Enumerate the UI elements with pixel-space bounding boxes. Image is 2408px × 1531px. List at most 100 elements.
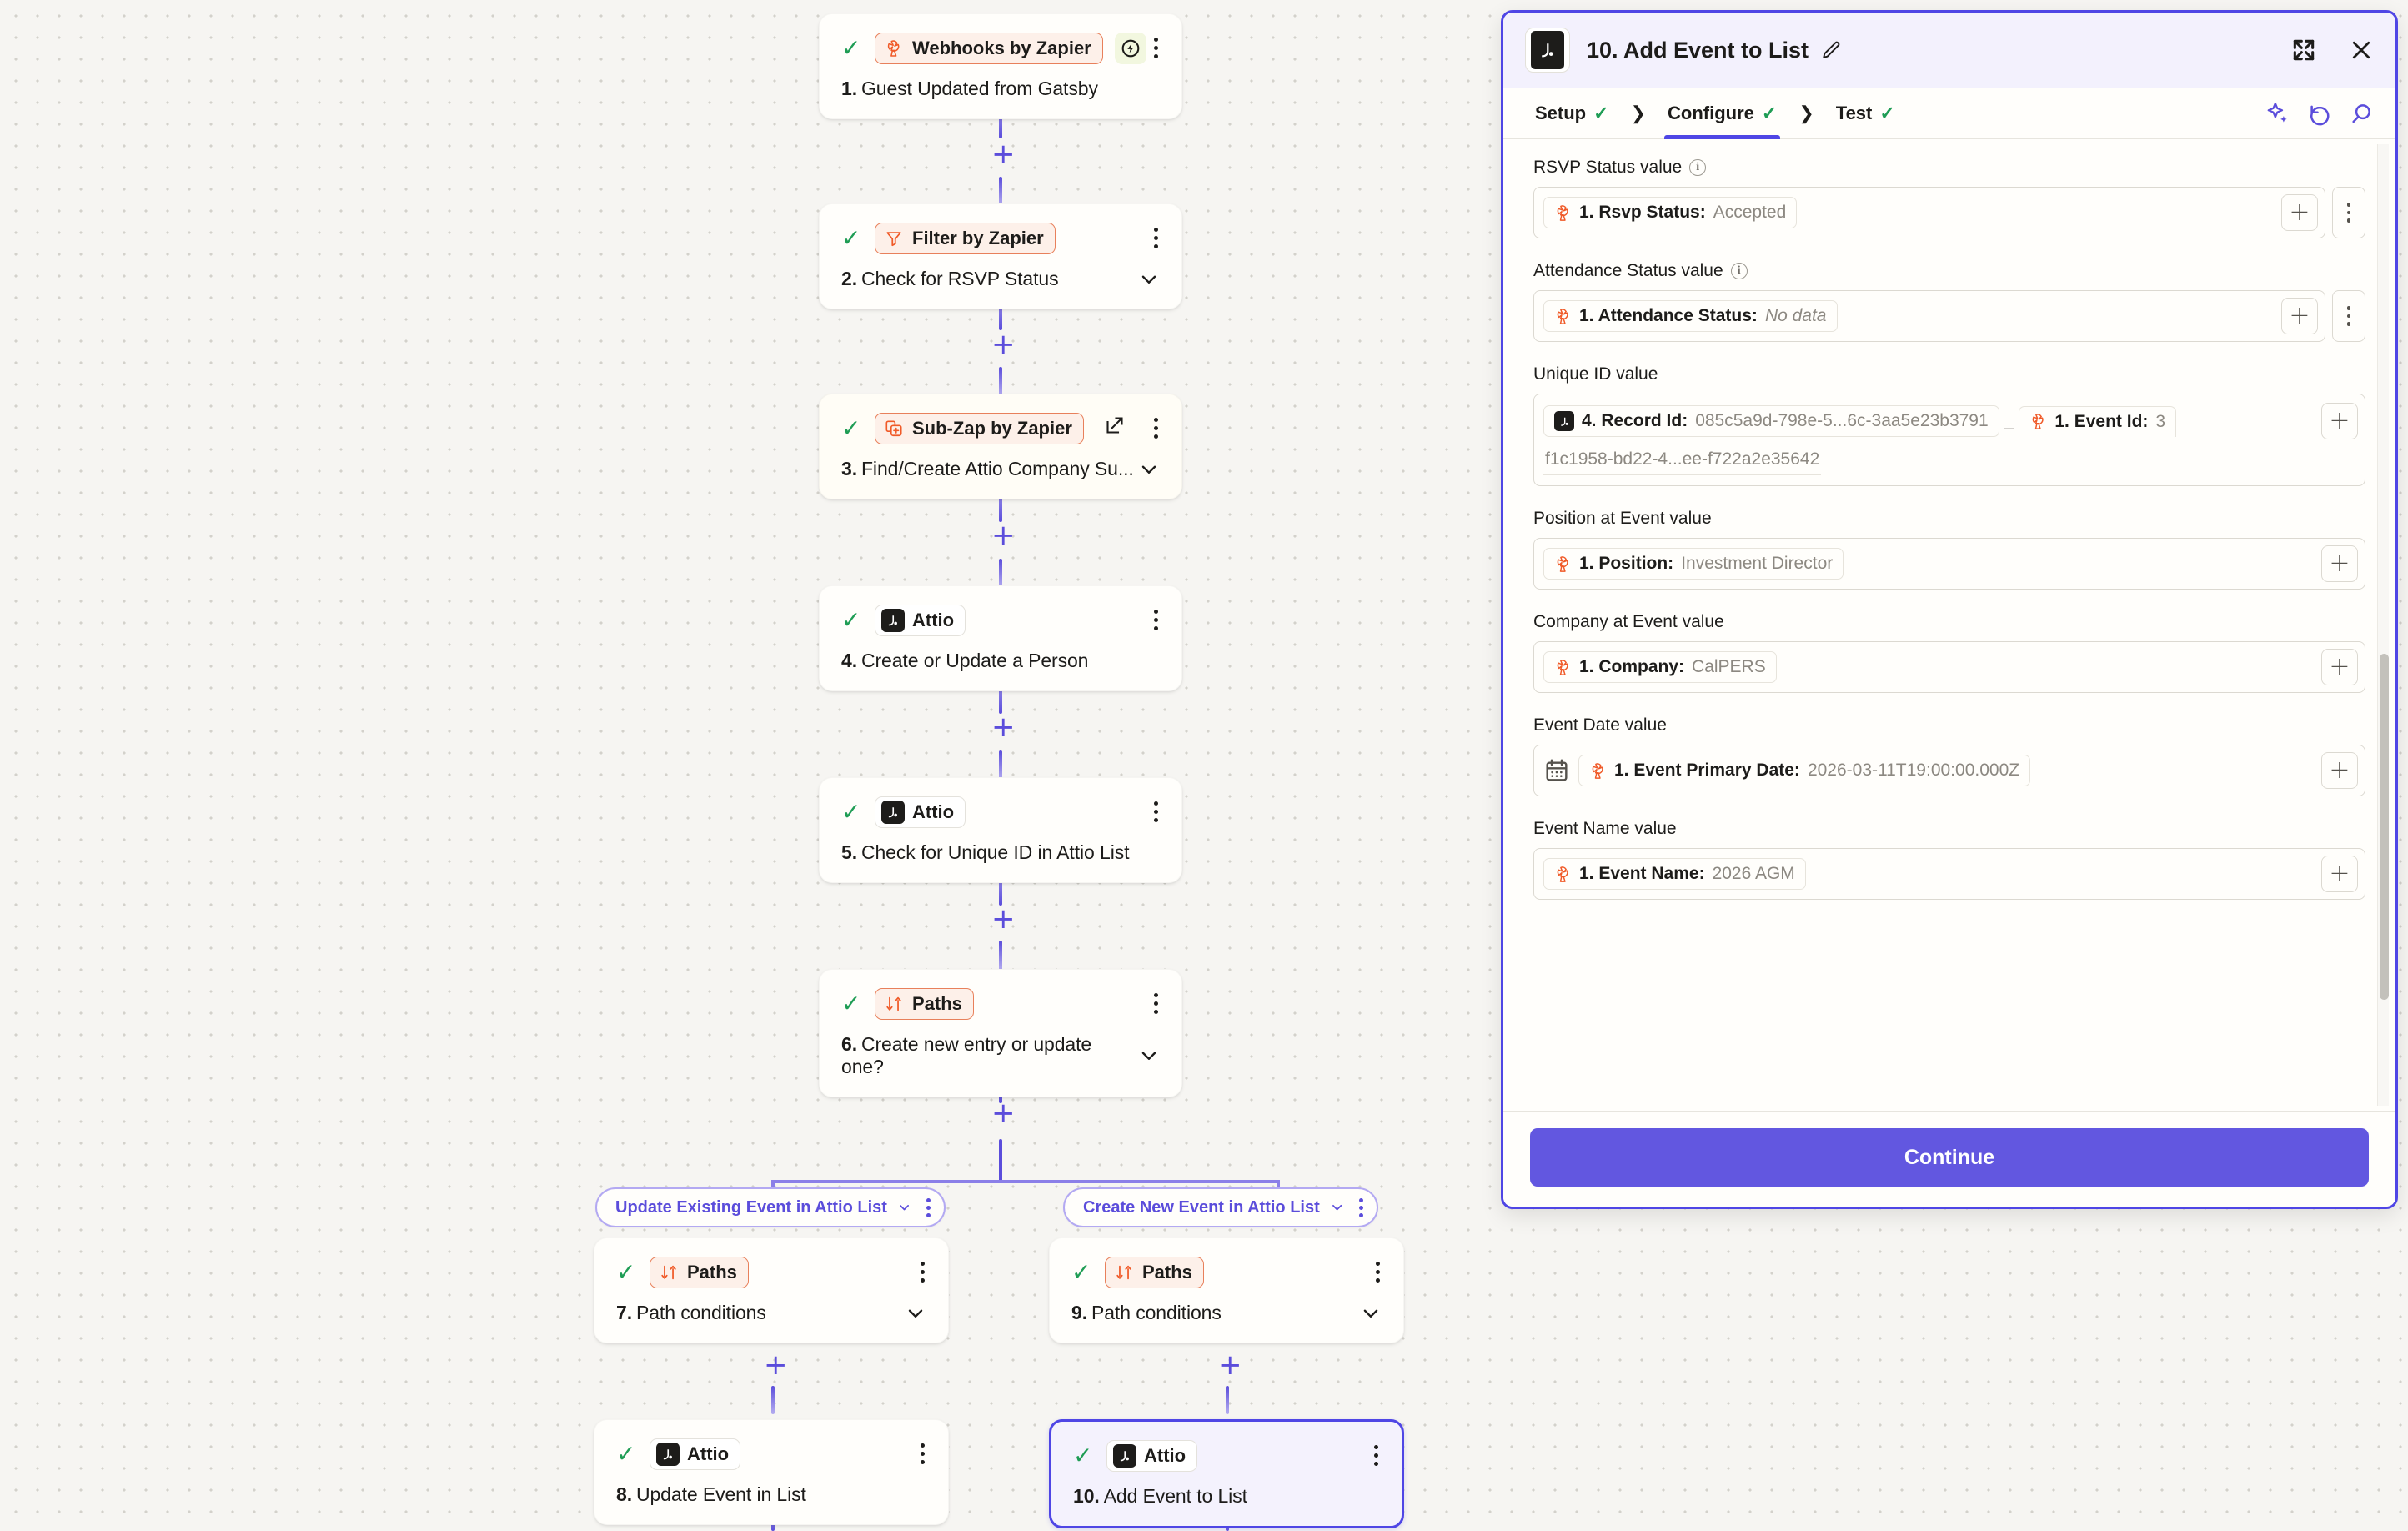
info-icon[interactable]: i bbox=[1730, 263, 1748, 279]
value-token[interactable]: 1. Attendance Status: No data bbox=[1543, 300, 1838, 332]
chevron-down-icon[interactable] bbox=[1138, 1045, 1160, 1067]
workflow-node-7[interactable]: ✓ Paths 7.Path conditions bbox=[594, 1237, 949, 1343]
company-input[interactable]: 1. Company: CalPERS + bbox=[1533, 641, 2365, 693]
zapier-icon bbox=[1589, 762, 1607, 780]
tab-configure[interactable]: Configure ✓ bbox=[1658, 88, 1787, 139]
value-token[interactable]: 1. Company: CalPERS bbox=[1543, 651, 1777, 683]
scrollbar-thumb[interactable] bbox=[2380, 654, 2389, 1001]
expand-icon[interactable] bbox=[2290, 37, 2317, 63]
field-menu-button[interactable] bbox=[2332, 290, 2365, 342]
add-step-button-4[interactable]: + bbox=[991, 710, 1016, 744]
tab-test[interactable]: Test ✓ bbox=[1826, 88, 1905, 138]
value-token[interactable]: 1. Event Primary Date: 2026-03-11T19:00:… bbox=[1578, 755, 2031, 786]
workflow-node-4[interactable]: ✓ Attio 4.Create or Update a Person bbox=[819, 585, 1182, 691]
node-menu-button[interactable] bbox=[1151, 798, 1161, 826]
workflow-node-9[interactable]: ✓ Paths 9.Path conditions bbox=[1049, 1237, 1404, 1343]
chevron-down-icon[interactable] bbox=[1360, 1303, 1382, 1324]
app-chip-attio[interactable]: Attio bbox=[650, 1438, 741, 1470]
app-chip-attio[interactable]: Attio bbox=[1106, 1440, 1198, 1472]
path-label-create-new[interactable]: Create New Event in Attio List bbox=[1063, 1187, 1378, 1227]
close-icon[interactable] bbox=[2349, 38, 2374, 63]
add-value-button[interactable]: + bbox=[2281, 298, 2318, 334]
app-chip-paths[interactable]: Paths bbox=[1105, 1257, 1204, 1288]
workflow-node-2[interactable]: ✓ Filter by Zapier 2.Check for RSVP Stat… bbox=[819, 203, 1182, 309]
add-value-button[interactable]: + bbox=[2281, 194, 2318, 231]
app-chip-paths[interactable]: Paths bbox=[650, 1257, 749, 1288]
info-icon[interactable]: i bbox=[1689, 159, 1707, 176]
chevron-down-icon[interactable] bbox=[1330, 1197, 1344, 1217]
field-position-at-event: Position at Event value 1. Position: Inv… bbox=[1533, 509, 2365, 590]
node-menu-button[interactable] bbox=[1151, 990, 1161, 1017]
node-menu-button[interactable] bbox=[1151, 606, 1161, 634]
undo-icon[interactable] bbox=[2307, 101, 2332, 126]
add-value-button[interactable]: + bbox=[2321, 403, 2358, 439]
workflow-node-3[interactable]: ✓ Sub-Zap by Zapier 3.Find/Create Attio … bbox=[819, 394, 1182, 499]
workflow-node-8[interactable]: ✓ Attio 8.Update Event in List bbox=[594, 1419, 949, 1525]
workflow-node-1[interactable]: ✓ Webhooks by Zapier 1.Guest Updated fro… bbox=[819, 13, 1182, 119]
add-value-button[interactable]: + bbox=[2321, 545, 2358, 582]
workflow-node-10[interactable]: ✓ Attio 10.Add Event to List bbox=[1049, 1419, 1404, 1528]
add-value-button[interactable]: + bbox=[2321, 649, 2358, 685]
node-header: ✓ Paths bbox=[841, 988, 1160, 1020]
add-step-button-7[interactable]: + bbox=[764, 1348, 788, 1382]
add-step-button-1[interactable]: + bbox=[991, 138, 1016, 171]
node-menu-button[interactable] bbox=[1151, 414, 1161, 442]
add-step-button-5[interactable]: + bbox=[991, 902, 1016, 936]
add-step-button-9[interactable]: + bbox=[1218, 1348, 1242, 1382]
panel-form[interactable]: RSVP Status value i 1. Rsvp Status: Acce… bbox=[1503, 139, 2395, 1111]
app-chip-attio[interactable]: Attio bbox=[875, 605, 966, 636]
position-input[interactable]: 1. Position: Investment Director + bbox=[1533, 538, 2365, 590]
panel-tools[interactable] bbox=[2265, 101, 2374, 126]
rsvp-status-input[interactable]: 1. Rsvp Status: Accepted + bbox=[1533, 187, 2325, 238]
node-menu-button[interactable] bbox=[1372, 1258, 1383, 1286]
node-menu-button[interactable] bbox=[1151, 34, 1161, 62]
value-token[interactable]: 1. Rsvp Status: Accepted bbox=[1543, 197, 1798, 228]
ai-sparkle-icon[interactable] bbox=[2265, 101, 2290, 126]
app-chip-label: Attio bbox=[1144, 1445, 1186, 1466]
node-menu-button[interactable] bbox=[917, 1440, 928, 1468]
app-chip-attio[interactable]: Attio bbox=[875, 796, 966, 828]
app-chip-subzap[interactable]: Sub-Zap by Zapier bbox=[875, 413, 1084, 444]
token-value: f1c1958-bd22-4...ee-f722a2e35642 bbox=[1545, 449, 1820, 469]
path-label-update-existing[interactable]: Update Existing Event in Attio List bbox=[595, 1187, 946, 1227]
value-token-event-id-continuation[interactable]: f1c1958-bd22-4...ee-f722a2e35642 bbox=[1543, 444, 1822, 475]
add-step-button-3[interactable]: + bbox=[991, 519, 1016, 552]
panel-tabs[interactable]: Setup ✓ ❯ Configure ✓ ❯ Test ✓ bbox=[1503, 88, 2395, 139]
node-menu-button[interactable] bbox=[917, 1258, 928, 1286]
node-menu-button[interactable] bbox=[1371, 1442, 1382, 1469]
chevron-down-icon[interactable] bbox=[1138, 459, 1160, 480]
event-date-input[interactable]: 1. Event Primary Date: 2026-03-11T19:00:… bbox=[1533, 745, 2365, 796]
attendance-status-input[interactable]: 1. Attendance Status: No data + bbox=[1533, 290, 2325, 342]
event-name-input[interactable]: 1. Event Name: 2026 AGM + bbox=[1533, 848, 2365, 900]
value-token-event-id[interactable]: 1. Event Id: 3 bbox=[2019, 405, 2177, 437]
node-menu-button[interactable] bbox=[1151, 224, 1161, 252]
chevron-down-icon[interactable] bbox=[1138, 269, 1160, 290]
add-step-button-2[interactable]: + bbox=[991, 328, 1016, 361]
search-icon[interactable] bbox=[2349, 101, 2374, 126]
workflow-node-5[interactable]: ✓ Attio 5.Check for Unique ID in Attio L… bbox=[819, 777, 1182, 883]
open-external-icon[interactable] bbox=[1105, 415, 1125, 435]
chevron-down-icon[interactable] bbox=[905, 1303, 926, 1324]
value-token[interactable]: 1. Event Name: 2026 AGM bbox=[1543, 858, 1806, 890]
chevron-down-icon[interactable] bbox=[897, 1197, 911, 1217]
tab-setup[interactable]: Setup ✓ bbox=[1525, 88, 1619, 138]
token-value: Investment Director bbox=[1681, 554, 1834, 573]
add-step-button-6[interactable]: + bbox=[991, 1097, 1016, 1130]
field-menu-button[interactable] bbox=[2332, 187, 2365, 238]
add-value-button[interactable]: + bbox=[2321, 752, 2358, 789]
unique-id-input[interactable]: 4. Record Id: 085c5a9d-798e-5...6c-3aa5e… bbox=[1533, 394, 2365, 486]
value-token-record-id[interactable]: 4. Record Id: 085c5a9d-798e-5...6c-3aa5e… bbox=[1543, 405, 1999, 437]
step-config-panel[interactable]: 10. Add Event to List Setup ✓ ❯ Configur… bbox=[1501, 10, 2398, 1209]
workflow-node-6[interactable]: ✓ Paths 6.Create new entry or update one… bbox=[819, 969, 1182, 1097]
add-value-button[interactable]: + bbox=[2321, 856, 2358, 892]
pencil-icon[interactable] bbox=[1820, 39, 1842, 61]
app-chip-filter[interactable]: Filter by Zapier bbox=[875, 223, 1056, 254]
value-token[interactable]: 1. Position: Investment Director bbox=[1543, 548, 1844, 580]
path-menu-button[interactable] bbox=[1354, 1195, 1368, 1221]
path-menu-button[interactable] bbox=[921, 1195, 936, 1221]
app-chip-webhooks[interactable]: Webhooks by Zapier bbox=[875, 33, 1103, 64]
panel-scrollbar[interactable] bbox=[2377, 144, 2389, 1106]
app-chip-paths[interactable]: Paths bbox=[875, 988, 974, 1020]
continue-button[interactable]: Continue bbox=[1530, 1128, 2369, 1187]
